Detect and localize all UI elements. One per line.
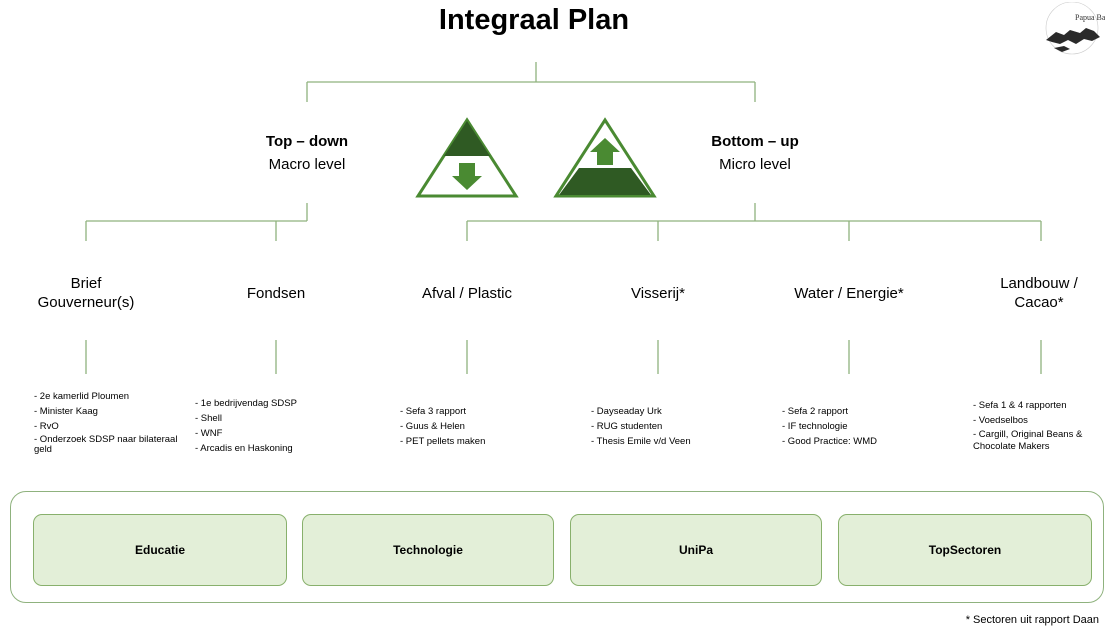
footnote: * Sectoren uit rapport Daan [965, 614, 1099, 626]
category-afval-plastic: Afval / Plastic [421, 285, 513, 302]
list-item: - IF technologie [782, 421, 848, 432]
category-landbouw-cacao: Landbouw / Cacao* [1000, 275, 1078, 311]
list-item: - RvO [34, 421, 59, 432]
item-list: - Sefa 1 & 4 rapporten - Voedselbos - Ca… [973, 399, 1101, 454]
item-list: - Dayseaday Urk - RUG studenten - Thesis… [591, 405, 751, 450]
list-item: - Cargill, Original Beans & Chocolate Ma… [973, 429, 1083, 452]
list-item: - Sefa 3 rapport [400, 406, 467, 417]
logo-text: Papua Barat [1075, 13, 1105, 22]
item-list: - Sefa 2 rapport - IF technologie - Good… [782, 405, 932, 450]
item-list: - Sefa 3 rapport - Guus & Helen - PET pe… [400, 405, 550, 450]
bottom-up-label: Bottom – up Micro level [711, 133, 799, 173]
list-item: - Thesis Emile v/d Veen [591, 436, 691, 447]
top-down-triangle-icon [415, 117, 519, 198]
list-item: - Arcadis en Haskoning [195, 443, 293, 454]
list-item: - Onderzoek SDSP naar bilateraal geld [34, 434, 178, 455]
pillar-technologie: Technologie [302, 514, 554, 586]
list-item: - WNF [195, 428, 223, 439]
pillar-unipa: UniPa [570, 514, 822, 586]
item-list: - 2e kamerlid Ploumen - Minister Kaag - … [34, 390, 184, 456]
list-item: - RUG studenten [591, 421, 663, 432]
arrow-down-icon [452, 163, 482, 190]
list-item: - Guus & Helen [400, 421, 465, 432]
category-fondsen: Fondsen [246, 285, 306, 302]
item-list: - 1e bedrijvendag SDSP - Shell - WNF - A… [195, 397, 355, 457]
page-title: Integraal Plan [438, 4, 630, 36]
list-item: - 2e kamerlid Ploumen [34, 391, 130, 402]
list-item: - PET pellets maken [400, 436, 486, 447]
bottom-up-triangle-icon [553, 117, 657, 198]
pillar-educatie: Educatie [33, 514, 287, 586]
category-water-energie: Water / Energie* [794, 285, 904, 302]
list-item: - Minister Kaag [34, 406, 98, 417]
pillar-topsectoren: TopSectoren [838, 514, 1092, 586]
pillars-frame [10, 491, 1104, 603]
list-item: - Shell [195, 413, 222, 424]
list-item: - Sefa 1 & 4 rapporten [973, 400, 1067, 411]
list-item: - Sefa 2 rapport [782, 406, 849, 417]
list-item: - Voedselbos [973, 415, 1028, 426]
category-visserij: Visserij* [631, 285, 685, 302]
arrow-up-icon [590, 138, 620, 165]
logo: Papua Barat [1045, 2, 1105, 55]
list-item: - Dayseaday Urk [591, 406, 662, 417]
list-item: - Good Practice: WMD [782, 436, 878, 447]
top-down-label: Top – down Macro level [265, 133, 349, 173]
category-brief-gouverneurs: Brief Gouverneur(s) [37, 275, 135, 311]
list-item: - 1e bedrijvendag SDSP [195, 398, 297, 409]
